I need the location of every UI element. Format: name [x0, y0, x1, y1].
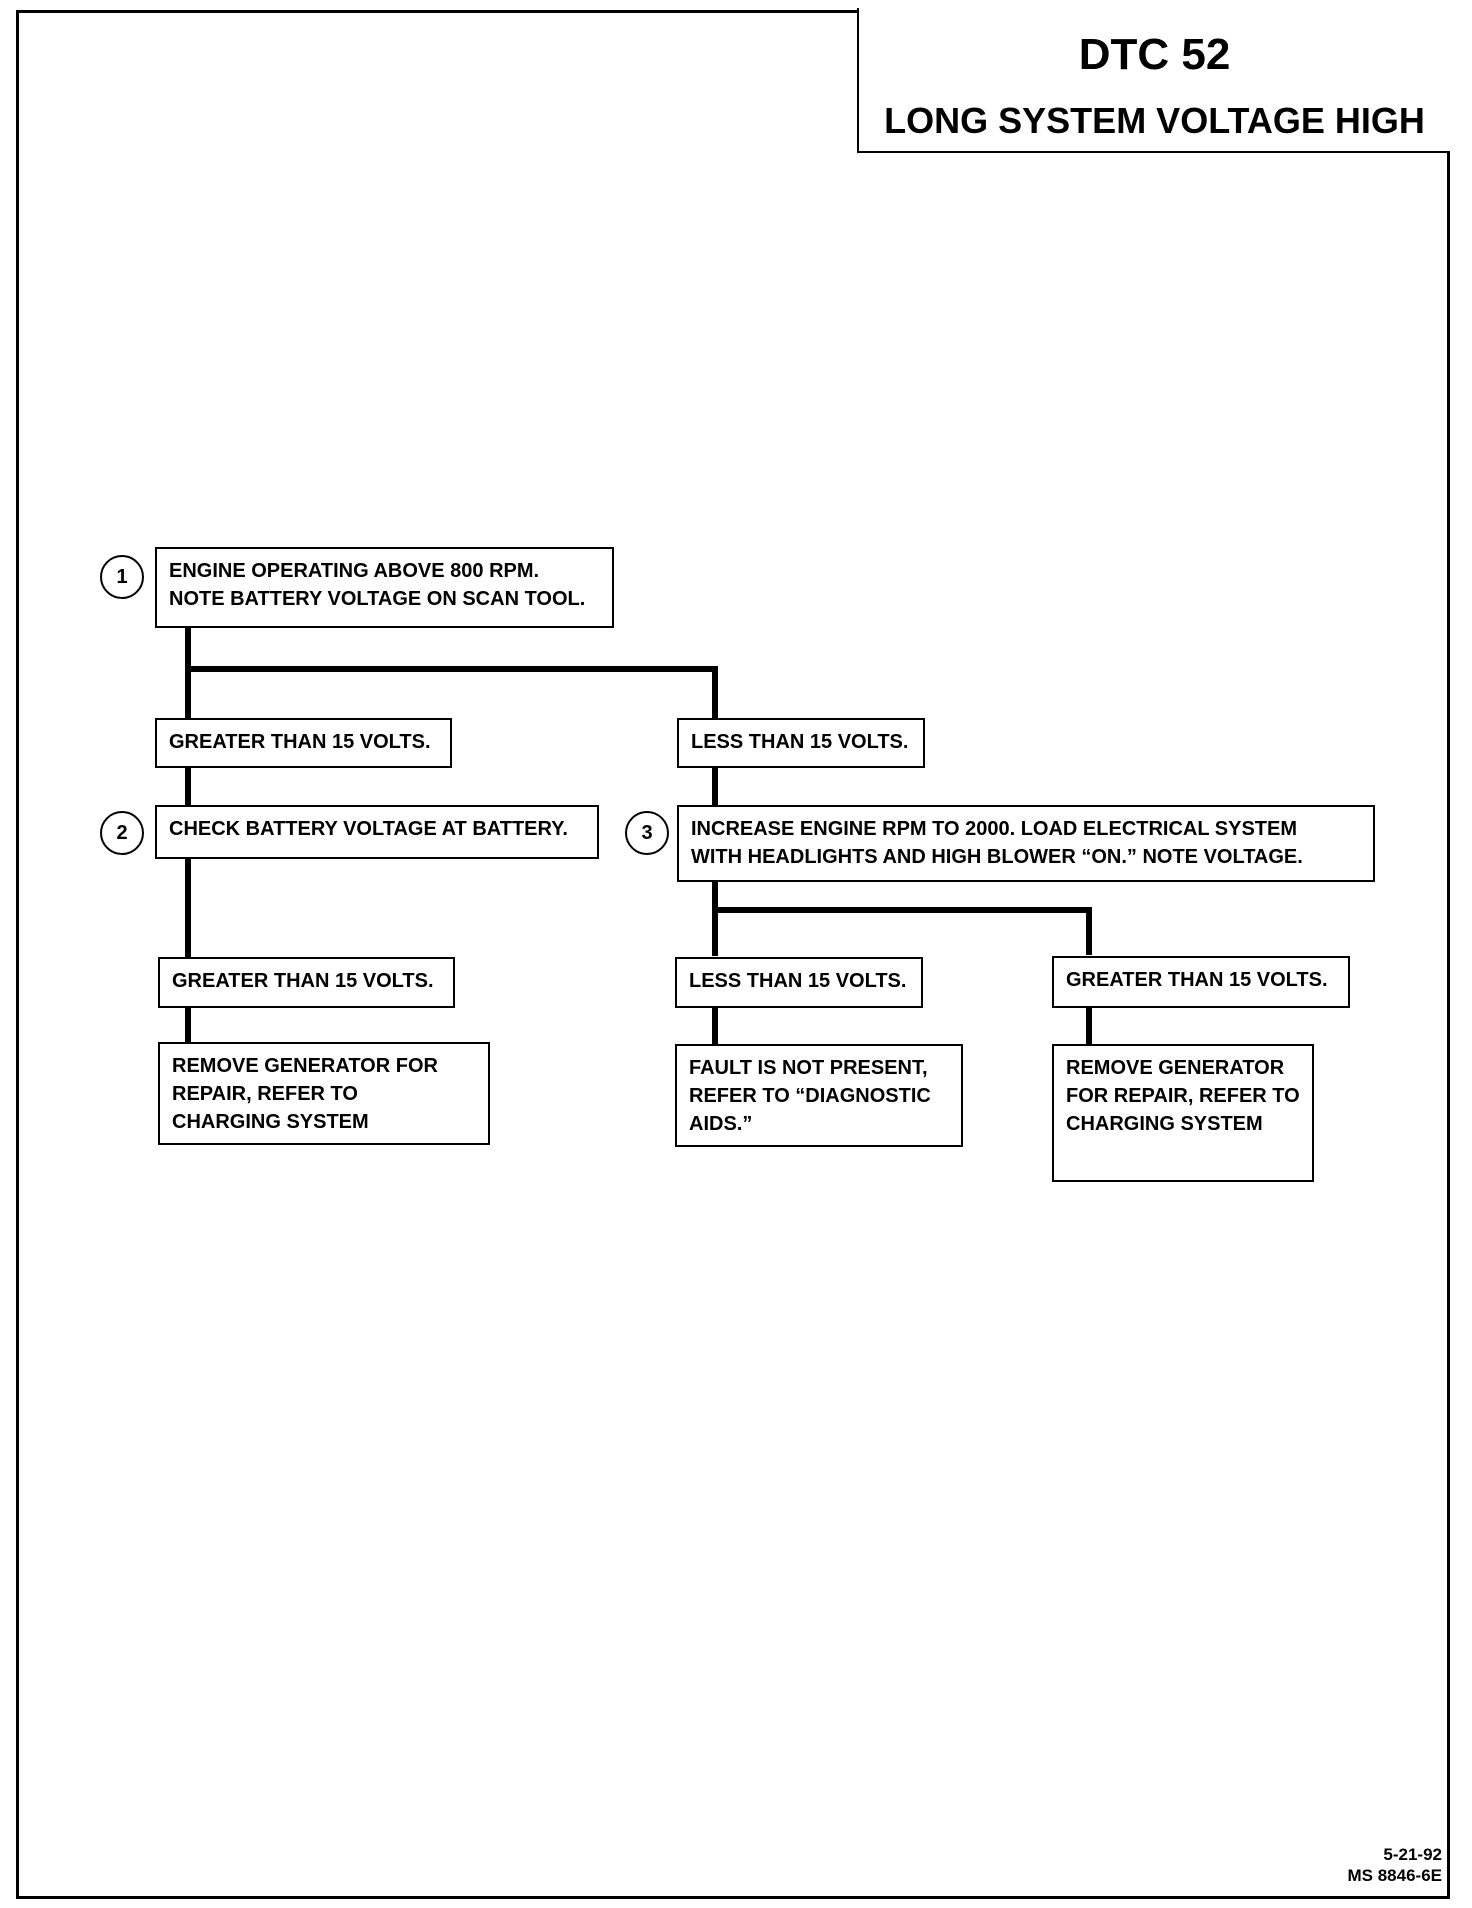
step-1-box: ENGINE OPERATING ABOVE 800 RPM. NOTE BAT…: [155, 547, 614, 628]
action-remove-generator-a: REMOVE GENERATOR FOR REPAIR, REFER TO CH…: [158, 1042, 490, 1145]
result-less-than-15-c: LESS THAN 15 VOLTS.: [675, 957, 923, 1008]
step-1-number: 1: [100, 555, 144, 599]
connector-split-3: [712, 907, 1092, 913]
connector-gt15c-to-remove: [1086, 1006, 1092, 1046]
step-3-number: 3: [625, 811, 669, 855]
step-1-line-1: ENGINE OPERATING ABOVE 800 RPM.: [169, 560, 540, 582]
connector-gt15b-to-action: [185, 1006, 191, 1044]
connector-step3-down: [712, 880, 718, 956]
step-3-line-1: INCREASE ENGINE RPM TO 2000. LOAD ELECTR…: [691, 818, 1298, 840]
page-frame: [16, 10, 1450, 1899]
title-block: DTC 52 LONG SYSTEM VOLTAGE HIGH: [857, 8, 1450, 153]
footer-date: 5-21-92: [1383, 1845, 1442, 1864]
step-3-line-2: WITH HEADLIGHTS AND HIGH BLOWER “ON.” NO…: [691, 846, 1303, 868]
connector-split-1: [185, 666, 718, 672]
step-1-line-2: NOTE BATTERY VOLTAGE ON SCAN TOOL.: [169, 588, 586, 610]
action-fault-not-present: FAULT IS NOT PRESENT, REFER TO “DIAGNOST…: [675, 1044, 963, 1147]
footer: 5-21-92 MS 8846-6E: [1348, 1844, 1443, 1886]
step-3-box: INCREASE ENGINE RPM TO 2000. LOAD ELECTR…: [677, 805, 1375, 882]
connector-lt15c-to-fault: [712, 1006, 718, 1046]
connector-lt15a-to-step3: [712, 766, 718, 806]
step-2-line-1: CHECK BATTERY VOLTAGE AT BATTERY.: [169, 818, 568, 840]
connector-step2-down: [185, 858, 191, 958]
dtc-code: DTC 52: [1078, 30, 1231, 79]
connector-split-3-right: [1086, 907, 1092, 955]
dtc-title: LONG SYSTEM VOLTAGE HIGH: [884, 100, 1425, 141]
result-greater-than-15-c: GREATER THAN 15 VOLTS.: [1052, 956, 1350, 1008]
connector-gt15a-to-step2: [185, 766, 191, 806]
step-2-number: 2: [100, 811, 144, 855]
step-2-box: CHECK BATTERY VOLTAGE AT BATTERY.: [155, 805, 599, 859]
action-remove-generator-b: REMOVE GENERATOR FOR REPAIR, REFER TO CH…: [1052, 1044, 1314, 1182]
footer-doc-id: MS 8846-6E: [1347, 1866, 1443, 1885]
result-greater-than-15-a: GREATER THAN 15 VOLTS.: [155, 718, 452, 768]
connector-1-down: [185, 626, 191, 731]
result-less-than-15-a: LESS THAN 15 VOLTS.: [677, 718, 925, 768]
result-greater-than-15-b: GREATER THAN 15 VOLTS.: [158, 957, 455, 1008]
connector-split-1-right: [712, 666, 718, 731]
